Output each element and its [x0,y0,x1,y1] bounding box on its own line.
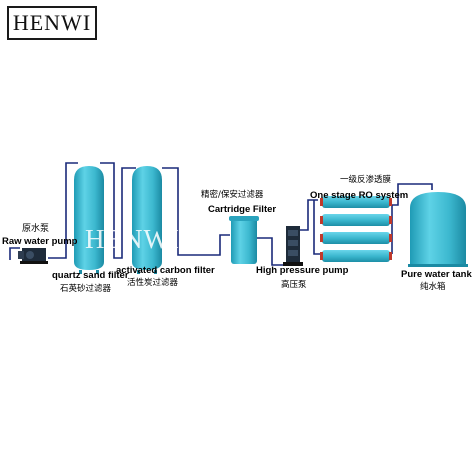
quartz-label-cn: 石英砂过滤器 [60,284,112,294]
tank-label-cn: 纯水箱 [420,282,446,292]
pipe-ro-to-tank [392,183,433,206]
activated-carbon-filter [132,166,162,274]
tank-label-en: Pure water tank [401,269,472,280]
pipe-pump-to-ro [300,199,320,255]
pipes [9,162,433,266]
ro-label-en: One stage RO system [310,190,409,201]
pipe-carbon-to-cartridge [162,167,230,256]
raw-pump-label-cn: 原水泵 [22,224,50,234]
pure-water-tank [408,192,468,267]
pipe-quartz-to-carbon [100,162,136,259]
high-pressure-pump [283,226,303,266]
hp-pump-label-en: High pressure pump [256,265,349,276]
quartz-label-en: quartz sand filter [52,270,129,281]
ro-label-cn: 一级反渗透膜 [340,175,392,185]
carbon-label-cn: 活性炭过滤器 [127,278,179,288]
pipe-cartridge-to-pump [257,237,284,266]
hp-pump-label-cn: 高压泵 [281,280,307,290]
ro-membranes [320,196,392,262]
cartridge-filter [229,216,259,264]
pipe-raw-to-quartz [9,162,78,260]
cartridge-label-en: Cartridge Filter [208,204,277,215]
raw-pump-label-en: Raw water pump [2,236,78,247]
quartz-sand-filter [74,166,104,274]
logo: HENWI [7,6,97,40]
raw-water-pump [18,248,48,264]
watermark: HENWI [85,224,180,254]
carbon-label-en: activated carbon filter [116,265,215,276]
cartridge-label-cn: 精密/保安过滤器 [201,190,264,200]
